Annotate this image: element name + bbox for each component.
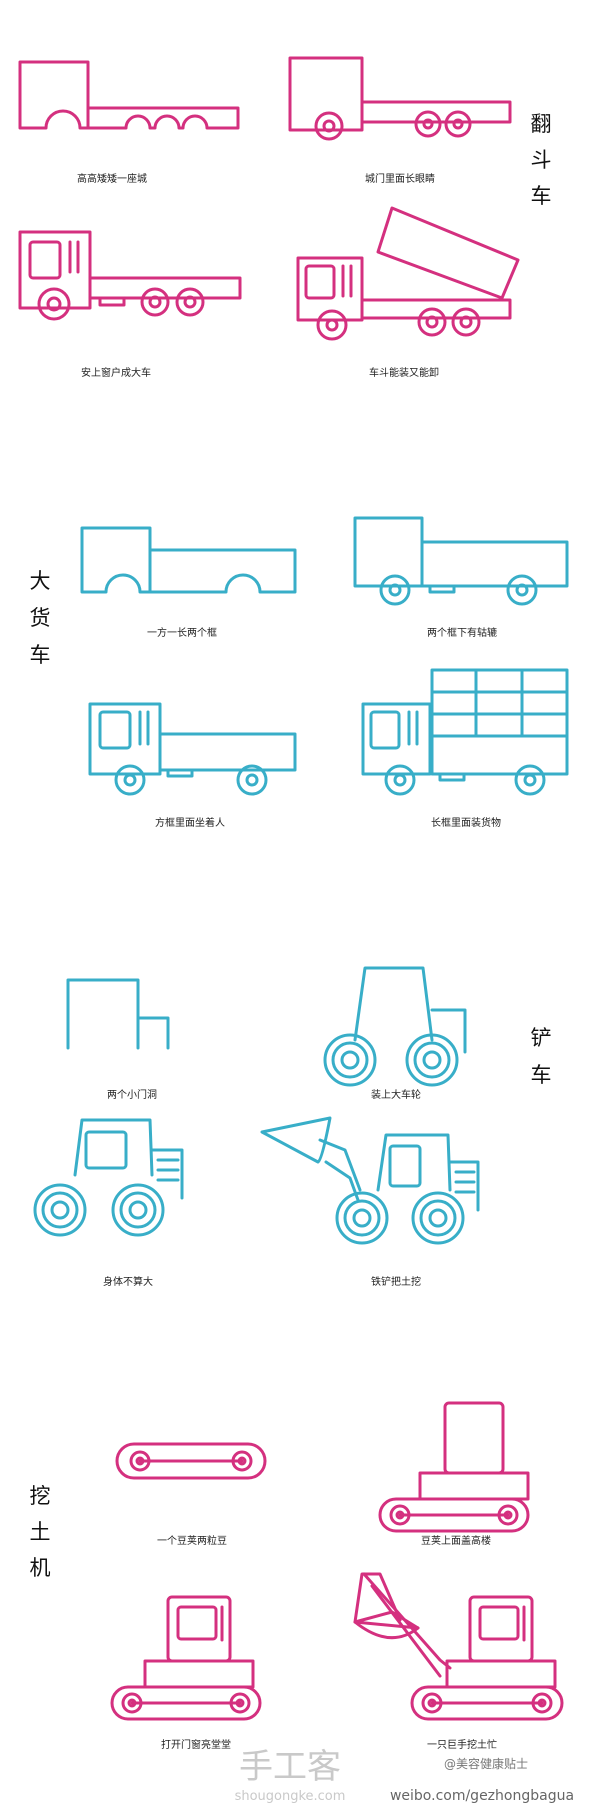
section-excavator: 一个豆荚两粒豆 豆荚上面盖高楼 打开门窗亮堂堂 [30,1401,564,1751]
dump-truck-title-char-3: 车 [531,184,552,208]
loader-step-4-drawing [260,1116,480,1245]
section-dump-truck: 高高矮矮一座城 城门里面长眼睛 安上窗户成大车 [18,56,552,379]
watermark-site: shougongke.com [235,1789,346,1804]
excavator-step-4-caption: 一只巨手挖土忙 [427,1738,497,1751]
dump-truck-step-1-caption: 高高矮矮一座城 [77,172,147,185]
dump-truck-title-char-1: 翻 [531,112,552,136]
truck-step-1-drawing [80,526,297,594]
loader-step-1-drawing [66,978,170,1050]
loader-step-2-drawing [323,966,467,1087]
loader-title-char-1: 铲 [531,1026,552,1050]
dump-truck-step-4-caption: 车斗能装又能卸 [369,366,439,379]
loader-step-3-caption: 身体不算大 [103,1275,153,1288]
excavator-step-2-caption: 豆荚上面盖高楼 [421,1534,491,1547]
truck-title-char-2: 货 [30,606,51,630]
excavator-step-4-drawing [353,1572,564,1721]
truck-step-3-drawing [88,702,297,796]
dump-truck-step-3-drawing [18,230,242,321]
excavator-step-3-caption: 打开门窗亮堂堂 [161,1738,231,1751]
dump-truck-step-4-drawing [296,206,520,341]
truck-step-4-drawing [361,668,569,796]
loader-step-2-caption: 装上大车轮 [371,1088,421,1101]
excavator-step-2-drawing [378,1401,530,1533]
dump-truck-title-char-2: 斗 [531,148,552,172]
dump-truck-step-2-drawing [288,56,512,141]
truck-step-2-drawing [353,516,569,606]
dump-truck-step-2-caption: 城门里面长眼睛 [365,172,435,185]
loader-step-1-caption: 两个小门洞 [107,1088,157,1101]
excavator-title-char-2: 土 [30,1520,51,1544]
truck-step-4-caption: 长框里面装货物 [431,816,501,829]
excavator-title-char-1: 挖 [30,1484,51,1508]
loader-step-3-drawing [33,1118,184,1237]
truck-step-2-caption: 两个框下有轱辘 [427,626,497,639]
loader-title-char-2: 车 [531,1063,552,1087]
truck-title-char-3: 车 [30,643,51,667]
loader-step-4-caption: 铁铲把土挖 [371,1275,421,1288]
watermark-brand: 手工客 [239,1747,341,1787]
section-truck: 一方一长两个框 两个框下有轱辘 方框里面坐着人 [30,516,569,829]
watermarks: 手工客 shougongke.com @美容健康贴士 weibo.com/gez… [235,1747,574,1804]
excavator-step-1-drawing [115,1442,267,1480]
watermark-weibo-url: weibo.com/gezhongbagua [390,1788,574,1804]
dump-truck-step-1-drawing [18,60,240,130]
truck-title-char-1: 大 [30,569,51,593]
truck-step-1-caption: 一方一长两个框 [147,626,217,639]
section-loader: 两个小门洞 装上大车轮 身体不算大 [33,966,552,1288]
excavator-step-3-drawing [110,1595,262,1721]
excavator-step-1-caption: 一个豆荚两粒豆 [157,1534,227,1547]
dump-truck-step-3-caption: 安上窗户成大车 [81,366,151,379]
excavator-title-char-3: 机 [30,1556,51,1580]
truck-step-3-caption: 方框里面坐着人 [155,816,225,829]
watermark-weibo-user: @美容健康贴士 [444,1756,528,1771]
